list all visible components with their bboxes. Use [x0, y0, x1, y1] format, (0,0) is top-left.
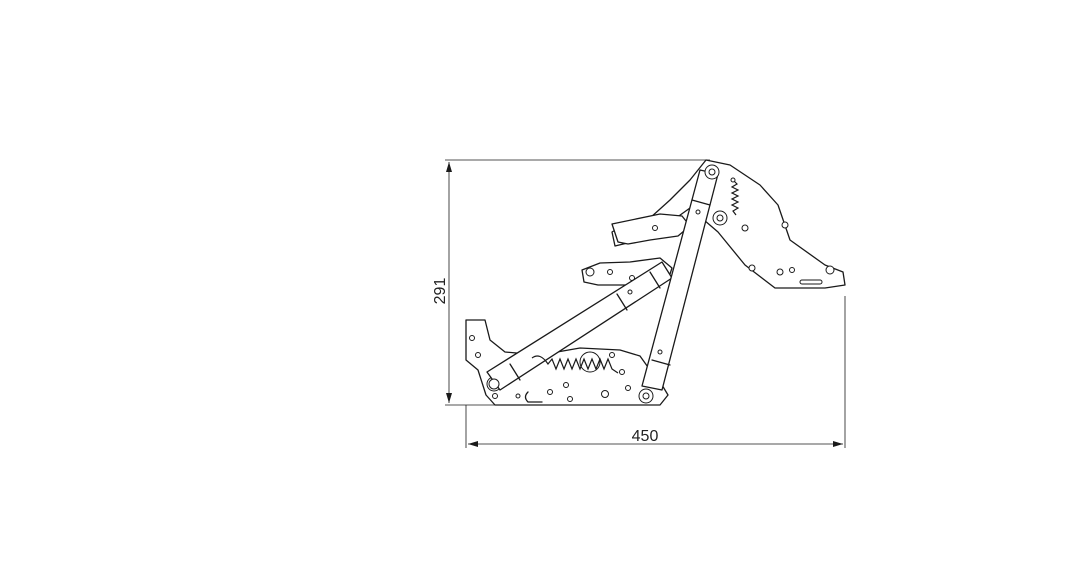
height-dimension-label: 291 — [432, 278, 449, 305]
upper-spring — [730, 177, 740, 216]
width-dimension-label: 450 — [632, 428, 659, 445]
height-arrow-top — [446, 162, 452, 172]
top-mounting-plate — [611, 159, 846, 289]
width-dimension: 450 — [465, 296, 846, 448]
width-arrow-left — [468, 441, 478, 447]
lower-spring — [531, 355, 619, 398]
height-arrow-bottom — [446, 393, 452, 403]
width-arrow-right — [833, 441, 843, 447]
height-dimension: 291 — [432, 159, 710, 406]
upper-link-arm — [638, 164, 720, 404]
